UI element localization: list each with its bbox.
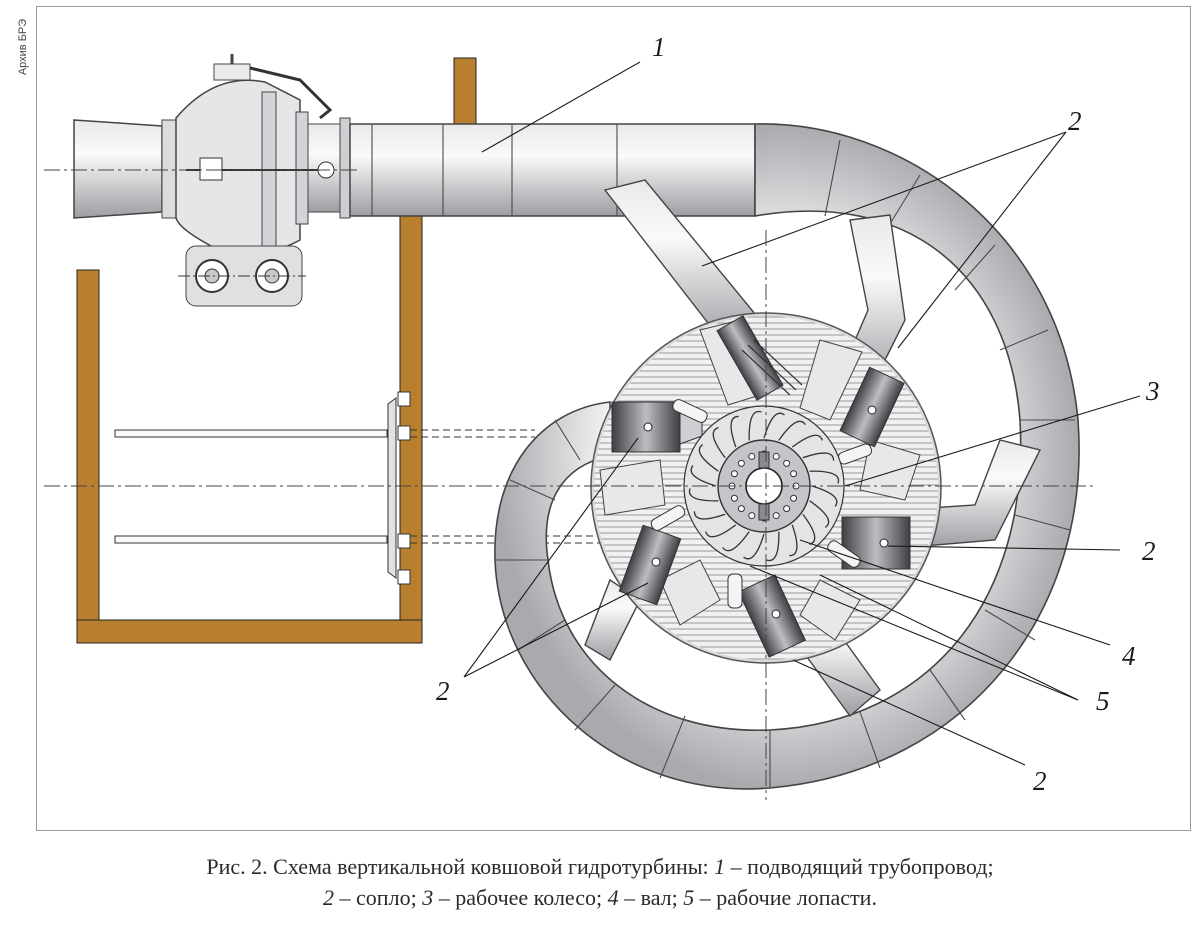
caption-num-4: 4 <box>607 885 619 910</box>
runner-bucket <box>690 465 717 487</box>
nozzle-upper-right <box>839 366 905 448</box>
axis-lines <box>44 169 1095 800</box>
runner-bucket <box>811 485 838 507</box>
runner-bucket <box>705 524 737 538</box>
runner-bolt-hole <box>737 505 745 513</box>
runner-bolt-hole <box>790 470 798 478</box>
supply-pipe <box>349 123 756 217</box>
runner-bolt-hole <box>748 512 756 520</box>
runner-bucket <box>722 531 750 552</box>
runner-bucket <box>802 452 835 461</box>
runner-bolt-hole <box>783 505 791 513</box>
runner-bucket <box>748 410 762 441</box>
runner-bucket <box>809 470 840 484</box>
nozzle-lower-left <box>618 524 682 606</box>
runner-bucket <box>809 500 830 528</box>
caption-num-2: 2 <box>323 885 335 910</box>
runner-wheel <box>683 405 845 567</box>
runner-bolt-hole <box>783 459 791 467</box>
caption-text-3: – рабочее колесо; <box>433 885 608 910</box>
nozzle-bottom <box>737 574 807 658</box>
caption-num-5: 5 <box>683 885 695 910</box>
runner-bolt-hole <box>790 494 798 502</box>
deflector-links <box>650 399 873 609</box>
runner-bucket <box>712 427 726 459</box>
runner-bolt-hole <box>772 452 780 460</box>
caption-line-2: 2 – сопло; 3 – рабочее колесо; 4 – вал; … <box>20 882 1180 913</box>
caption-num-3: 3 <box>422 885 434 910</box>
runner-bucket <box>789 524 798 557</box>
label-1: 1 <box>652 32 666 62</box>
label-5: 5 <box>1096 686 1110 716</box>
caption-text-5: – рабочие лопасти. <box>694 885 877 910</box>
label-2-top: 2 <box>1068 106 1082 136</box>
label-2-bottom: 2 <box>1033 766 1047 796</box>
caption-line-1: Рис. 2. Схема вертикальной ковшовой гидр… <box>20 851 1180 882</box>
runner-bucket <box>778 420 806 441</box>
runner-bucket <box>766 531 780 562</box>
caption-num-1: 1 <box>714 854 726 879</box>
runner-bucket <box>688 488 719 502</box>
caption-text-1: – подводящий трубопровод; <box>725 854 994 879</box>
runner-bolt-hole <box>730 470 738 478</box>
spiral-manifold <box>494 123 1080 790</box>
runner-bolts <box>728 450 800 522</box>
leader-lines <box>463 61 1141 766</box>
figure-frame <box>36 6 1191 831</box>
caption-prefix: Рис. 2. Схема вертикальной ковшовой гидр… <box>206 854 715 879</box>
figure-caption: Рис. 2. Схема вертикальной ковшовой гидр… <box>20 851 1180 913</box>
runner-bucket <box>698 444 719 472</box>
label-3: 3 <box>1145 376 1160 406</box>
runner-bucket <box>791 434 823 448</box>
caption-text-2: – сопло; <box>334 885 423 910</box>
archive-label: Архив БРЭ <box>17 18 29 76</box>
label-2-right: 2 <box>1142 536 1156 566</box>
archive-watermark: Архив БРЭ <box>8 12 38 82</box>
runner-bolt-hole <box>772 512 780 520</box>
runner-bucket <box>730 415 739 448</box>
runner-bucket <box>743 533 765 560</box>
runner-bolt-hole <box>730 494 738 502</box>
runner-bolt-hole <box>748 452 756 460</box>
turbine-diagram: 1 2 3 2 4 5 2 2 <box>44 32 1160 800</box>
valve <box>175 54 351 307</box>
part-labels: 1 2 3 2 4 5 2 2 <box>436 32 1160 796</box>
label-2-left: 2 <box>436 676 450 706</box>
label-4: 4 <box>1122 641 1136 671</box>
caption-text-4: – вал; <box>618 885 684 910</box>
runner-bolt-hole <box>737 459 745 467</box>
runner-bucket <box>693 511 726 520</box>
nozzles <box>611 315 911 658</box>
inlet-stub <box>73 119 177 219</box>
